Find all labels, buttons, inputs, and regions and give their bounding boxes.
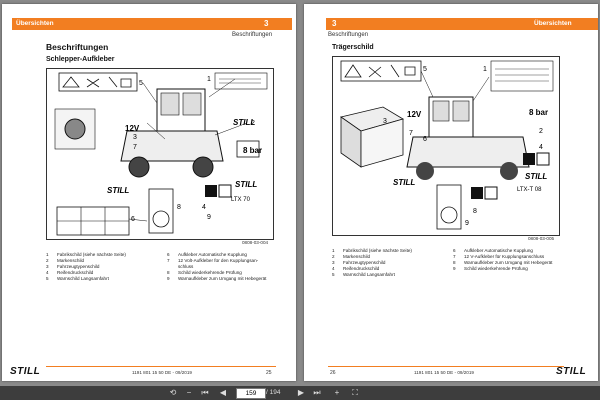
figure-code: 0808-03-005 [528, 236, 554, 241]
callout-7: 7 [133, 144, 137, 151]
callout-12v: 12V [125, 124, 140, 133]
prev-page-icon[interactable]: ◀ [218, 388, 228, 398]
pdf-toolbar: ⟲ − ⏮ ◀ 159 / 194 ▶ ⏭ + ⛶ [0, 386, 600, 400]
callout-12v: 12V [407, 110, 422, 119]
header-subtitle: Beschriftungen [328, 32, 368, 38]
footer-line [328, 366, 564, 367]
callout-3: 3 [383, 118, 387, 125]
subsection-title: Trägerschild [332, 44, 374, 51]
callout-8: 8 [177, 204, 181, 211]
total-pages: / 194 [266, 388, 280, 398]
callout-8bar: 8 bar [529, 108, 548, 117]
callout-7: 7 [409, 130, 413, 137]
still-logo: STILL [556, 366, 586, 377]
header-subtitle: Beschriftungen [232, 32, 272, 38]
callout-5: 5 [139, 80, 143, 87]
left-page: Übersichten 3 Beschriftungen Beschriftun… [2, 4, 296, 381]
callout-2: 2 [539, 128, 543, 135]
header-bar [12, 18, 292, 30]
callout-9: 9 [465, 220, 469, 227]
header-chapter: 3 [332, 19, 336, 28]
callout-8bar: 8 bar [243, 146, 262, 155]
fullscreen-icon[interactable]: ⛶ [350, 388, 360, 398]
footer-line [46, 366, 276, 367]
footer-code: 1191 801 15 50 DE - 09/2019 [414, 370, 474, 375]
callout-model: LTX 70 [231, 197, 251, 203]
callout-still-b: STILL [107, 186, 129, 195]
carrier-drawing: 1 2 3 4 5 6 7 8 9 12V 8 bar STILL STILL … [333, 57, 559, 235]
tractor-drawing: 1 2 3 4 5 6 7 8 9 12V 8 bar STILL STILL … [47, 69, 273, 239]
rotate-icon[interactable]: ⟲ [168, 388, 178, 398]
callout-6: 6 [131, 216, 135, 223]
callout-4: 4 [202, 204, 206, 211]
footer-code: 1191 801 15 50 DE - 09/2019 [132, 370, 192, 375]
header-title: Übersichten [534, 20, 572, 27]
callout-9: 9 [207, 214, 211, 221]
right-page: 3 Übersichten Beschriftungen Trägerschil… [304, 4, 598, 381]
callout-1: 1 [207, 76, 211, 83]
tractor-label-figure: 1 2 3 4 5 6 7 8 9 12V 8 bar STILL STILL … [46, 68, 274, 240]
callout-5: 5 [423, 66, 427, 73]
carrier-label-figure: 1 2 3 4 5 6 7 8 9 12V 8 bar STILL STILL … [332, 56, 560, 236]
page-number: 25 [266, 370, 272, 376]
callout-model: LTX-T 08 [517, 187, 542, 193]
callout-still-a: STILL [233, 118, 255, 127]
next-page-icon[interactable]: ▶ [296, 388, 306, 398]
callout-4: 4 [539, 144, 543, 151]
page-number: 26 [330, 370, 336, 376]
figure-code: 0808-03-004 [242, 240, 268, 245]
callout-8: 8 [473, 208, 477, 215]
first-page-icon[interactable]: ⏮ [200, 388, 210, 398]
callout-still-c: STILL [235, 180, 257, 189]
callout-still-b: STILL [525, 172, 547, 181]
zoom-out-icon[interactable]: − [184, 388, 194, 398]
callout-1: 1 [483, 66, 487, 73]
page-number-input[interactable]: 159 [236, 388, 266, 399]
callout-still-a: STILL [393, 178, 415, 187]
header-chapter: 3 [264, 19, 268, 28]
subsection-title: Schlepper-Aufkleber [46, 56, 114, 63]
header-title: Übersichten [16, 20, 54, 27]
section-title: Beschriftungen [46, 42, 108, 52]
callout-3: 3 [133, 134, 137, 141]
zoom-in-icon[interactable]: + [332, 388, 342, 398]
still-logo: STILL [10, 366, 40, 377]
last-page-icon[interactable]: ⏭ [312, 388, 322, 398]
callout-6: 6 [423, 136, 427, 143]
